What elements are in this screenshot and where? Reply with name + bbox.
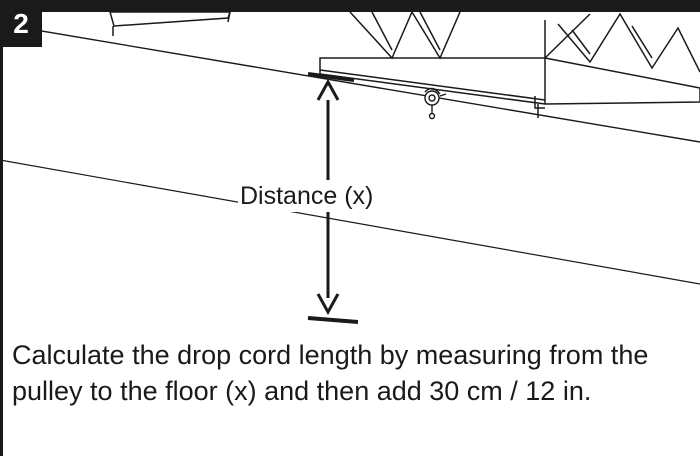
distance-label: Distance (x) [238, 180, 376, 212]
pulley-marker [307, 72, 355, 82]
pulley-icon [424, 87, 447, 120]
floor-marker-icon [307, 316, 359, 324]
step-number-badge: 2 [0, 0, 42, 47]
instruction-text: Calculate the drop cord length by measur… [12, 340, 649, 406]
floor-line [0, 159, 700, 285]
truss-frame-icon [319, 10, 700, 118]
ceiling-line [0, 23, 700, 143]
ceiling-rail-icon [109, 11, 232, 36]
